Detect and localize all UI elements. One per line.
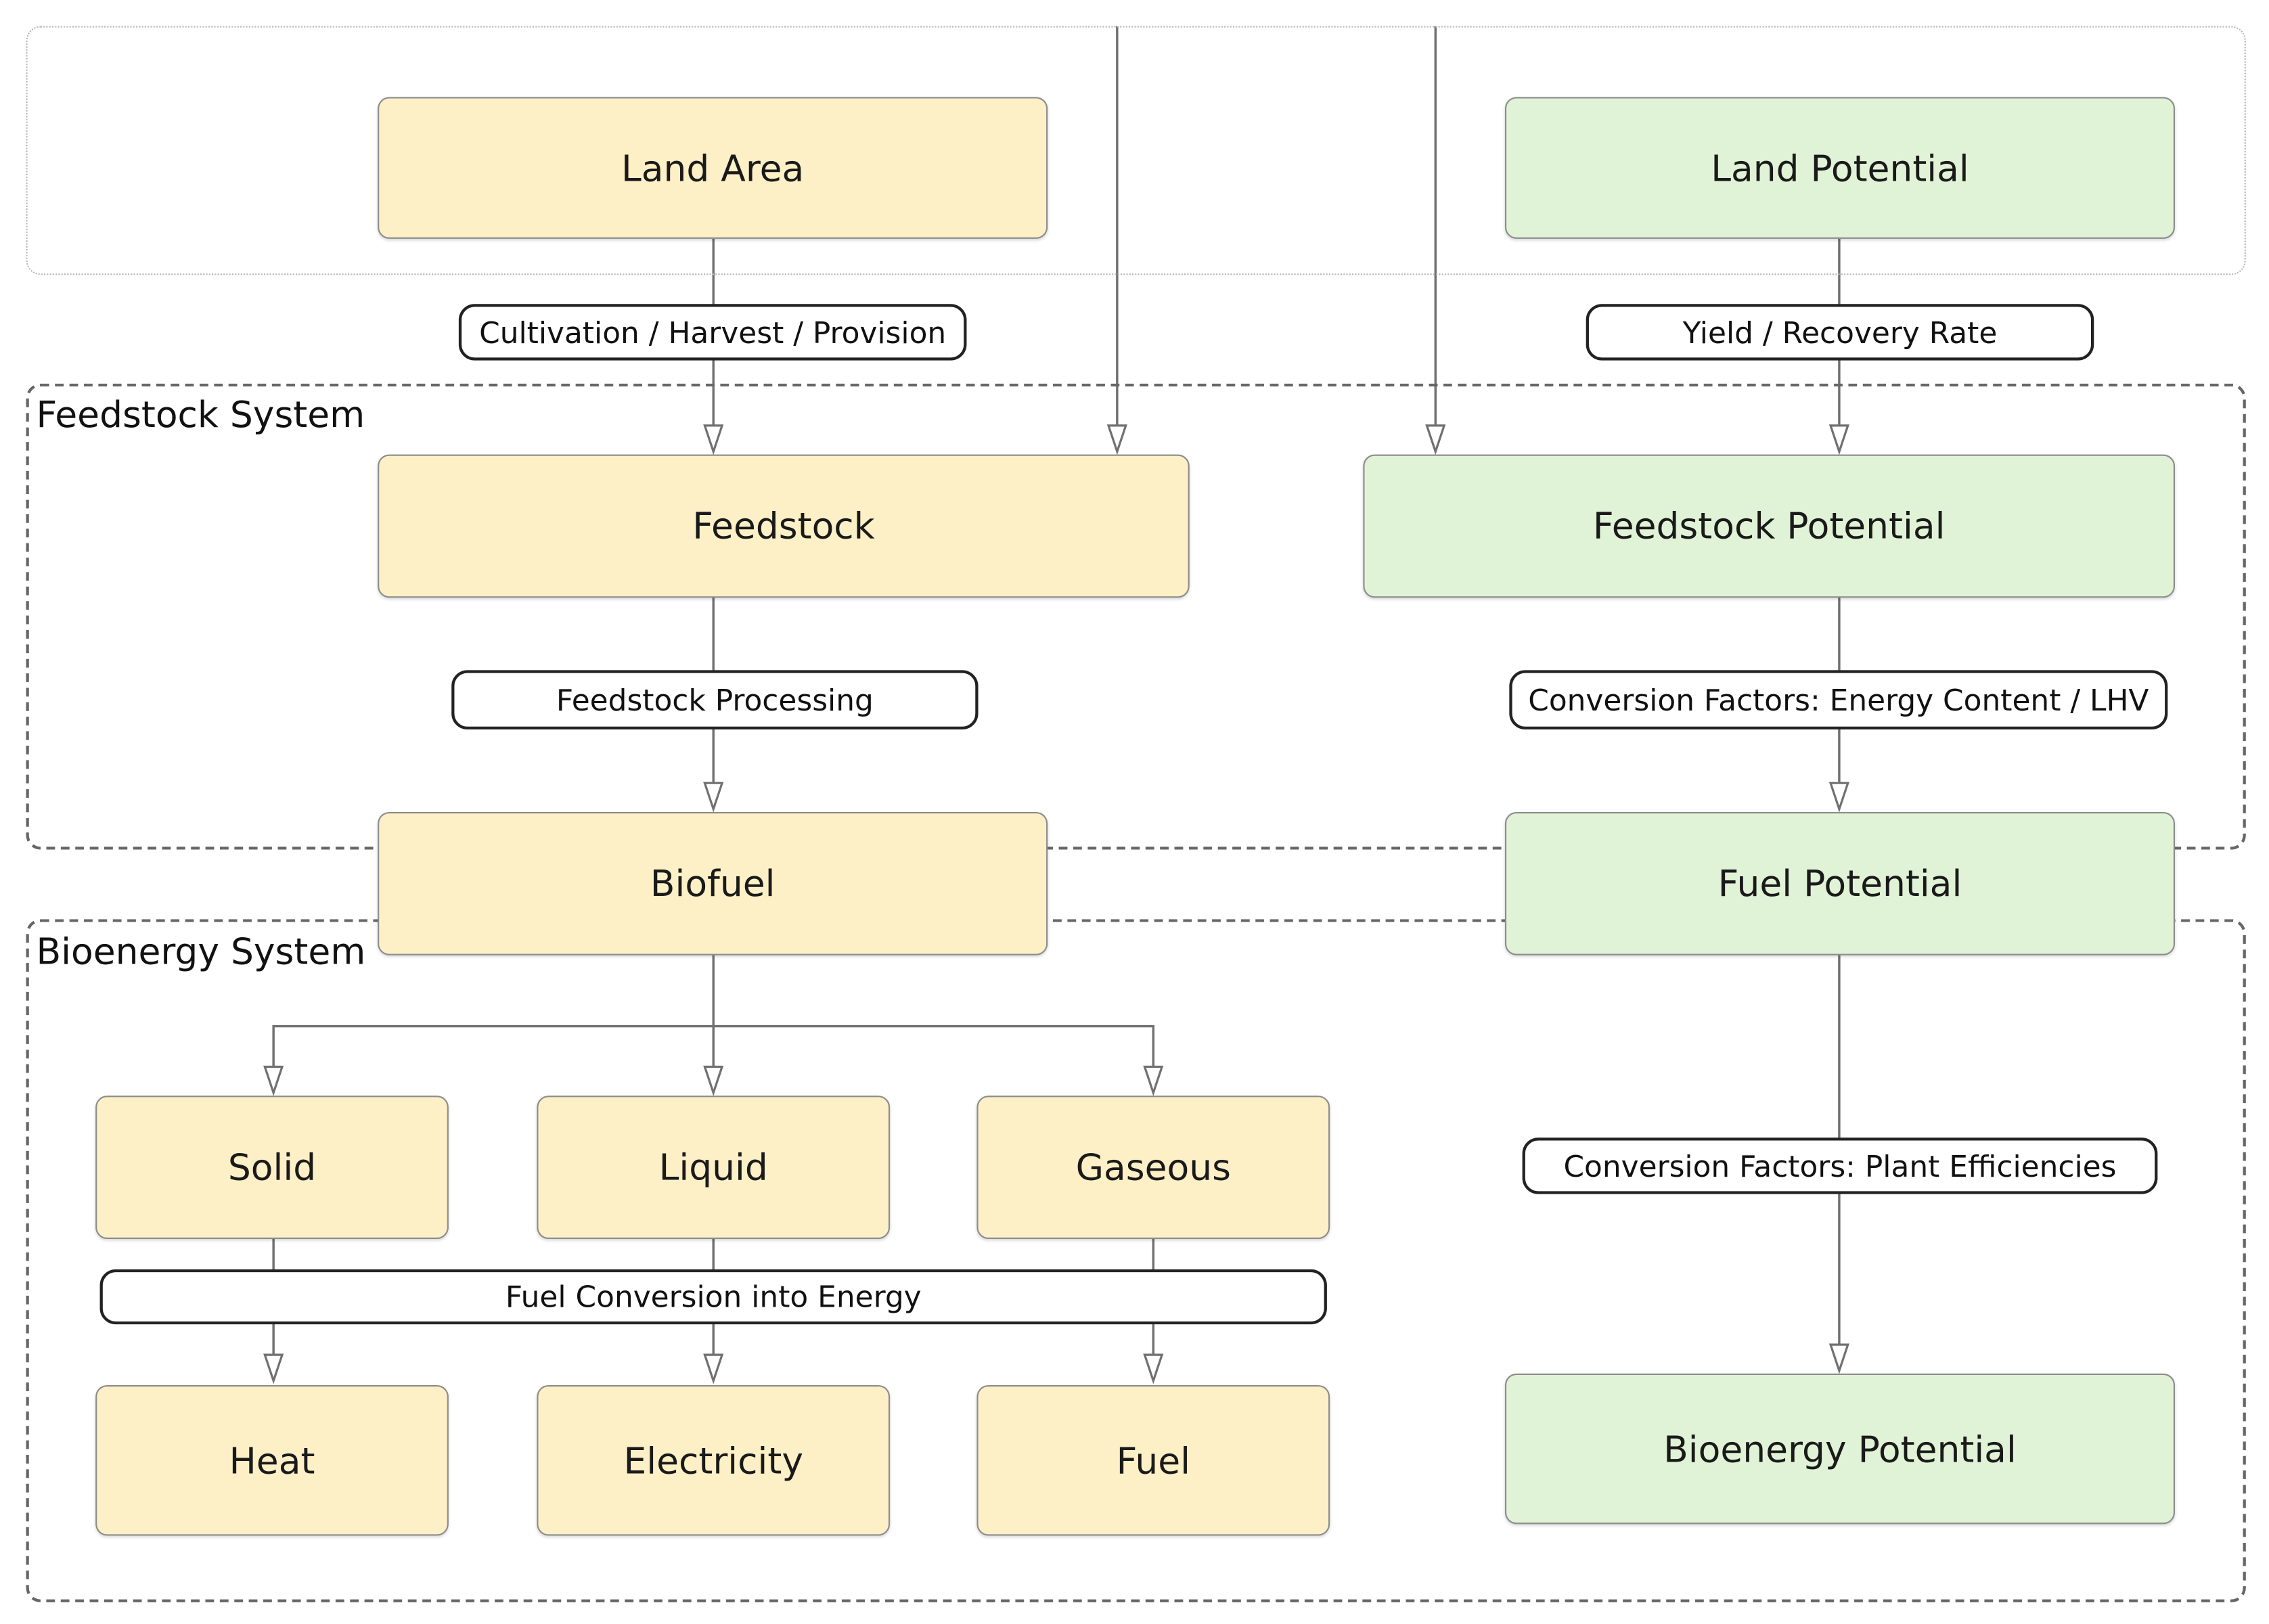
- edge-biofuel-to-gaseous: [713, 1024, 1155, 1068]
- bioenergy-potential-node[interactable]: Bioenergy Potential: [1504, 1373, 2176, 1525]
- liquid-node[interactable]: Liquid: [537, 1096, 891, 1239]
- land-area-node[interactable]: Land Area: [378, 97, 1048, 239]
- arrowhead-heat: [263, 1353, 284, 1384]
- arrowhead-biofuel: [703, 782, 724, 813]
- conversion-efficiencies-label: Conversion Factors: Plant Efficiencies: [1522, 1137, 2158, 1194]
- feedstock-system-region: [26, 383, 2246, 850]
- yield-label: Yield / Recovery Rate: [1586, 304, 2094, 361]
- arrowhead-fuel-potential: [1828, 782, 1849, 813]
- solid-node[interactable]: Solid: [95, 1096, 449, 1239]
- bioenergy-system-region: [26, 919, 2246, 1602]
- edge-biofuel-to-solid: [272, 1024, 714, 1068]
- arrowhead-feedstock-potential-right: [1828, 424, 1849, 455]
- biofuel-node[interactable]: Biofuel: [378, 811, 1048, 955]
- feedstock-node[interactable]: Feedstock: [378, 454, 1190, 598]
- arrowhead-feedstock-right: [1106, 424, 1127, 455]
- arrowhead-fuel: [1143, 1353, 1164, 1384]
- feedstock-system-title: Feedstock System: [36, 393, 365, 436]
- arrowhead-bioenergy-potential: [1828, 1343, 1849, 1374]
- land-region: [26, 26, 2246, 275]
- feedstock-processing-label: Feedstock Processing: [451, 670, 979, 730]
- electricity-node[interactable]: Electricity: [537, 1385, 891, 1536]
- arrowhead-feedstock-left: [703, 424, 724, 455]
- arrowhead-liquid: [703, 1065, 724, 1097]
- arrowhead-feedstock-potential-left: [1425, 424, 1446, 455]
- conversion-energy-label: Conversion Factors: Energy Content / LHV: [1509, 670, 2168, 730]
- bioenergy-system-title: Bioenergy System: [36, 930, 366, 973]
- fuel-conversion-label: Fuel Conversion into Energy: [99, 1269, 1327, 1325]
- arrowhead-gaseous: [1143, 1065, 1164, 1097]
- arrowhead-solid: [263, 1065, 284, 1097]
- feedstock-potential-node[interactable]: Feedstock Potential: [1363, 454, 2176, 598]
- arrowhead-electricity: [703, 1353, 724, 1384]
- gaseous-node[interactable]: Gaseous: [976, 1096, 1330, 1239]
- heat-node[interactable]: Heat: [95, 1385, 449, 1536]
- fuel-potential-node[interactable]: Fuel Potential: [1504, 811, 2176, 955]
- arrowheads: [263, 424, 1849, 1384]
- land-potential-node[interactable]: Land Potential: [1504, 97, 2176, 239]
- cultivation-label: Cultivation / Harvest / Provision: [458, 304, 967, 361]
- fuel-node[interactable]: Fuel: [976, 1385, 1330, 1536]
